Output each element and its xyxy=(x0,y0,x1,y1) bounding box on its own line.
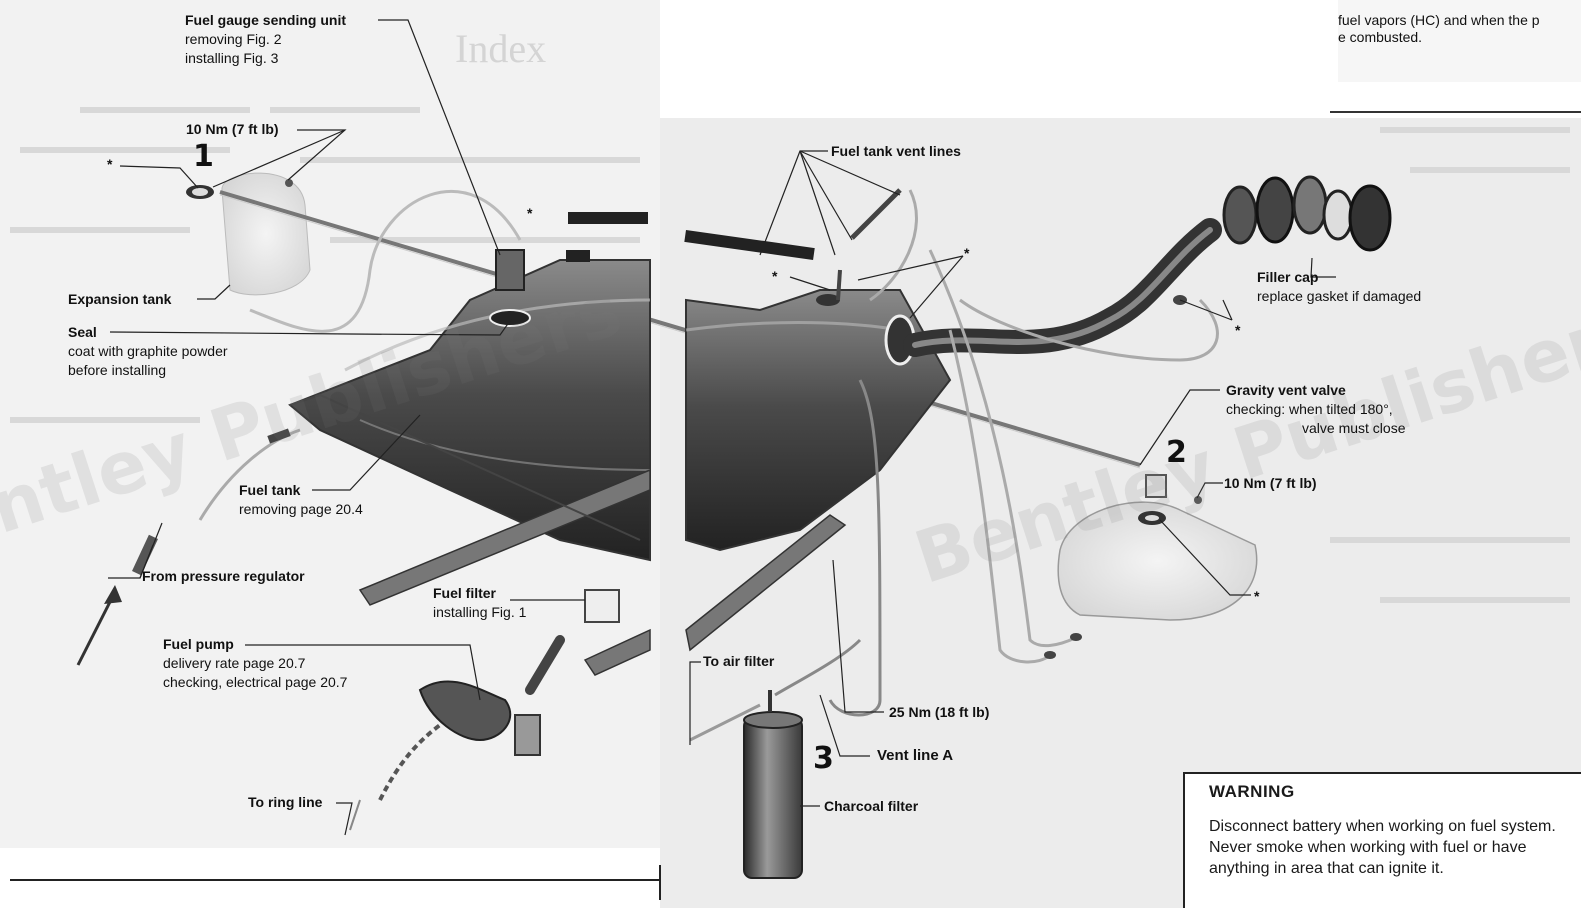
label-gravity-vent-valve-line-2: valve must close xyxy=(1302,420,1406,436)
warning-box: WARNING Disconnect battery when working … xyxy=(1183,772,1581,908)
label-torque-right: 10 Nm (7 ft lb) xyxy=(1224,474,1317,493)
asterisk-marker: * xyxy=(107,156,113,172)
label-filler-cap-title: Filler cap xyxy=(1257,269,1319,285)
label-vent-line-a-title: Vent line A xyxy=(877,747,954,764)
warning-title: WARNING xyxy=(1209,782,1295,801)
label-vent-line-a: Vent line A xyxy=(877,746,953,765)
label-filler-cap-line-1: replace gasket if damaged xyxy=(1257,288,1422,304)
asterisk-marker: * xyxy=(527,205,533,221)
callout-2: 2 xyxy=(1166,435,1187,470)
svg-text:Index: Index xyxy=(455,26,546,71)
label-filler-cap: Filler cap replace gasket if damaged xyxy=(1257,268,1421,306)
label-seal: Seal coat with graphite powder before in… xyxy=(68,323,228,380)
corner-text: fuel vapors (HC) and when the p e combus… xyxy=(1338,12,1540,46)
label-fuel-pump-title: Fuel pump xyxy=(163,636,234,652)
asterisk-marker: * xyxy=(1235,322,1241,338)
label-fuel-pump-line-1: delivery rate page 20.7 xyxy=(163,655,306,671)
label-fuel-gauge-line-2: installing Fig. 3 xyxy=(185,50,279,66)
label-fuel-tank: Fuel tank removing page 20.4 xyxy=(239,481,363,519)
corner-text-line-2: e combusted. xyxy=(1338,29,1423,45)
label-expansion-tank-title: Expansion tank xyxy=(68,291,172,307)
label-fuel-pump-line-2: checking, electrical page 20.7 xyxy=(163,674,348,690)
label-charcoal-filter: Charcoal filter xyxy=(824,797,918,816)
label-expansion-tank: Expansion tank xyxy=(68,290,171,309)
label-vent-lines-title: Fuel tank vent lines xyxy=(831,143,961,159)
label-gravity-vent-valve-line-1: checking: when tilted 180°, xyxy=(1226,401,1393,417)
label-gravity-vent-valve: Gravity vent valve checking: when tilted… xyxy=(1226,381,1405,438)
label-seal-title: Seal xyxy=(68,324,97,340)
label-fuel-filter: Fuel filter installing Fig. 1 xyxy=(433,584,526,622)
label-ring-line: To ring line xyxy=(248,793,322,812)
label-fuel-filter-title: Fuel filter xyxy=(433,585,497,601)
label-fuel-gauge-line-1: removing Fig. 2 xyxy=(185,31,282,47)
label-torque-left: 10 Nm (7 ft lb) xyxy=(186,120,279,139)
label-fuel-filter-line-1: installing Fig. 1 xyxy=(433,604,527,620)
asterisk-marker: * xyxy=(964,245,970,261)
label-torque-25-title: 25 Nm (18 ft lb) xyxy=(889,704,990,720)
warning-body: Disconnect battery when working on fuel … xyxy=(1209,818,1556,877)
label-fuel-gauge-title: Fuel gauge sending unit xyxy=(185,12,346,28)
label-fuel-pump: Fuel pump delivery rate page 20.7 checki… xyxy=(163,635,347,692)
label-fuel-tank-line-1: removing page 20.4 xyxy=(239,501,363,517)
label-torque-right-title: 10 Nm (7 ft lb) xyxy=(1224,475,1317,491)
label-seal-line-2: before installing xyxy=(68,362,167,378)
label-ring-line-title: To ring line xyxy=(248,794,323,810)
label-gravity-vent-valve-title: Gravity vent valve xyxy=(1226,382,1346,398)
asterisk-marker: * xyxy=(1254,588,1260,604)
label-seal-line-1: coat with graphite powder xyxy=(68,343,228,359)
asterisk-marker: * xyxy=(772,268,778,284)
label-air-filter-title: To air filter xyxy=(703,653,775,669)
label-torque-left-title: 10 Nm (7 ft lb) xyxy=(186,121,279,137)
callout-1: 1 xyxy=(193,139,214,174)
label-pressure-regulator-title: From pressure regulator xyxy=(142,568,305,584)
label-air-filter: To air filter xyxy=(703,652,774,671)
label-fuel-tank-title: Fuel tank xyxy=(239,482,301,498)
label-torque-25: 25 Nm (18 ft lb) xyxy=(889,703,989,722)
corner-text-line-1: fuel vapors (HC) and when the p xyxy=(1338,12,1540,28)
label-fuel-gauge: Fuel gauge sending unit removing Fig. 2 … xyxy=(185,11,346,68)
label-pressure-regulator: From pressure regulator xyxy=(142,567,305,586)
label-vent-lines: Fuel tank vent lines xyxy=(831,142,961,161)
callout-3: 3 xyxy=(813,741,834,776)
label-charcoal-filter-title: Charcoal filter xyxy=(824,798,919,814)
